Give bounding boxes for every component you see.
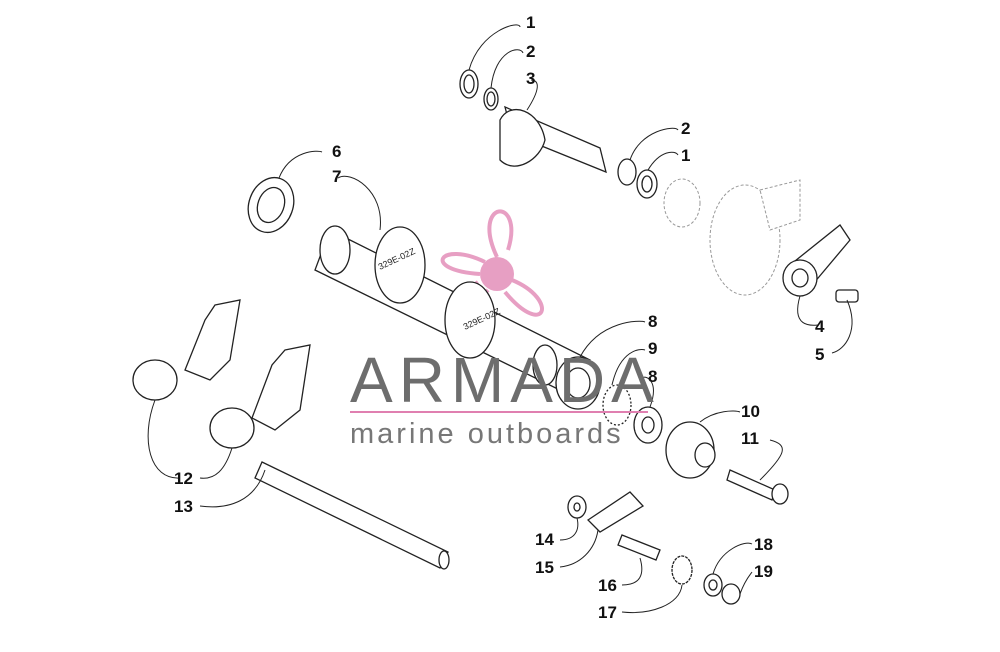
part-label-3: 3 xyxy=(526,69,535,88)
shift-shaft-group xyxy=(459,69,658,199)
part-label-18: 18 xyxy=(754,535,773,554)
part-label-5: 5 xyxy=(815,345,824,364)
shift-arm xyxy=(782,224,859,303)
part-label-6: 6 xyxy=(332,142,341,161)
watermark-tagline: marine outboards xyxy=(350,418,624,450)
part-label-13: 13 xyxy=(174,497,193,516)
shift-rod xyxy=(254,461,450,570)
part-label-1-top: 1 xyxy=(526,13,535,32)
part-label-12: 12 xyxy=(174,469,193,488)
part-label-16: 16 xyxy=(598,576,617,595)
small-parts xyxy=(567,491,741,605)
part-label-2-right: 2 xyxy=(681,119,690,138)
gear-and-bolt xyxy=(665,421,789,505)
part-label-8-top: 8 xyxy=(648,312,657,331)
shift-drum: 329E-02Z 329E-02Z xyxy=(314,225,591,396)
part-label-7: 7 xyxy=(332,167,341,186)
part-label-17: 17 xyxy=(598,603,617,622)
part-label-15: 15 xyxy=(535,558,554,577)
housing-outline xyxy=(663,178,801,296)
part-label-8-bottom: 8 xyxy=(648,367,657,386)
leader-lines xyxy=(147,24,853,614)
part-label-4: 4 xyxy=(815,317,825,336)
shift-forks xyxy=(132,299,311,449)
part-label-14: 14 xyxy=(535,530,554,549)
part-label-1-right: 1 xyxy=(681,146,690,165)
part-label-9: 9 xyxy=(648,339,657,358)
watermark-brand: ARMADA xyxy=(350,344,660,416)
part-label-2-top: 2 xyxy=(526,42,535,61)
part-labels: 1 2 3 2 1 6 7 4 5 8 9 8 10 11 12 13 14 1… xyxy=(174,13,825,622)
part-label-19: 19 xyxy=(754,562,773,581)
part-label-10: 10 xyxy=(741,402,760,421)
part-label-11: 11 xyxy=(741,429,759,448)
watermark: ARMADA marine outboards xyxy=(350,344,660,450)
washer-6 xyxy=(247,176,295,234)
washers-8-9 xyxy=(555,356,663,444)
